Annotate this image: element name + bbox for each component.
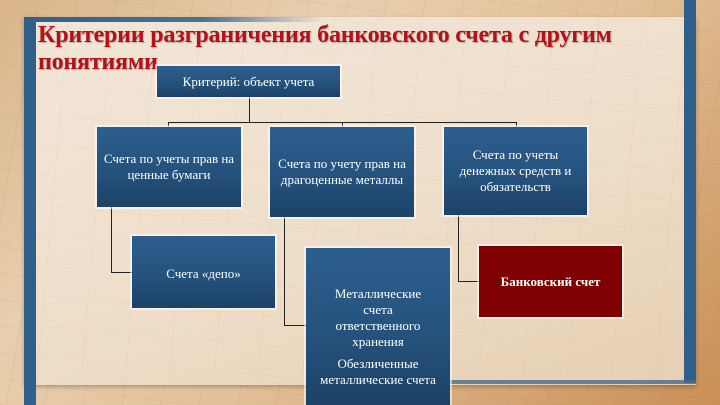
category-securities-label: Счета по учеты прав на ценные бумаги bbox=[103, 151, 235, 182]
connector-root-down bbox=[249, 97, 250, 122]
connector-metals-right bbox=[284, 325, 306, 326]
depo-accounts-label: Счета «депо» bbox=[166, 266, 241, 281]
connector-to-category-1 bbox=[168, 122, 169, 127]
depo-accounts-box: Счета «депо» bbox=[132, 236, 275, 308]
connector-money-down bbox=[458, 215, 459, 282]
metal-custody-label: Металлические счета ответственного хране… bbox=[334, 285, 422, 349]
connector-money-right bbox=[458, 281, 479, 282]
connector-to-category-2 bbox=[342, 122, 343, 127]
root-criterion-label: Критерий: объект учета bbox=[182, 73, 315, 89]
frame-border-top bbox=[24, 17, 324, 22]
metal-accounts-box: Металлические счета ответственного хране… bbox=[306, 248, 450, 405]
category-money-box: Счета по учеты денежных средств и обязат… bbox=[444, 127, 587, 215]
category-money-label: Счета по учеты денежных средств и обязат… bbox=[459, 147, 572, 194]
category-securities-box: Счета по учеты прав на ценные бумаги bbox=[97, 127, 241, 207]
category-metals-label: Счета по учету прав на драгоценные метал… bbox=[278, 156, 406, 187]
bank-account-box: Банковский счет bbox=[479, 246, 622, 317]
connector-to-category-3 bbox=[516, 122, 517, 127]
root-criterion-box: Критерий: объект учета bbox=[157, 66, 340, 97]
frame-border-bottom bbox=[450, 380, 696, 384]
connector-securities-right bbox=[111, 272, 132, 273]
slide-title: Критерии разграничения банковского счета… bbox=[38, 22, 612, 75]
category-metals-box: Счета по учету прав на драгоценные метал… bbox=[270, 127, 414, 217]
frame-border-left bbox=[24, 17, 36, 405]
metal-impersonal-label: Обезличенные металлические счета bbox=[320, 355, 436, 387]
connector-securities-down bbox=[111, 207, 112, 273]
bank-account-label: Банковский счет bbox=[500, 273, 601, 289]
connector-metals-down bbox=[284, 217, 285, 326]
frame-border-right bbox=[684, 0, 696, 383]
